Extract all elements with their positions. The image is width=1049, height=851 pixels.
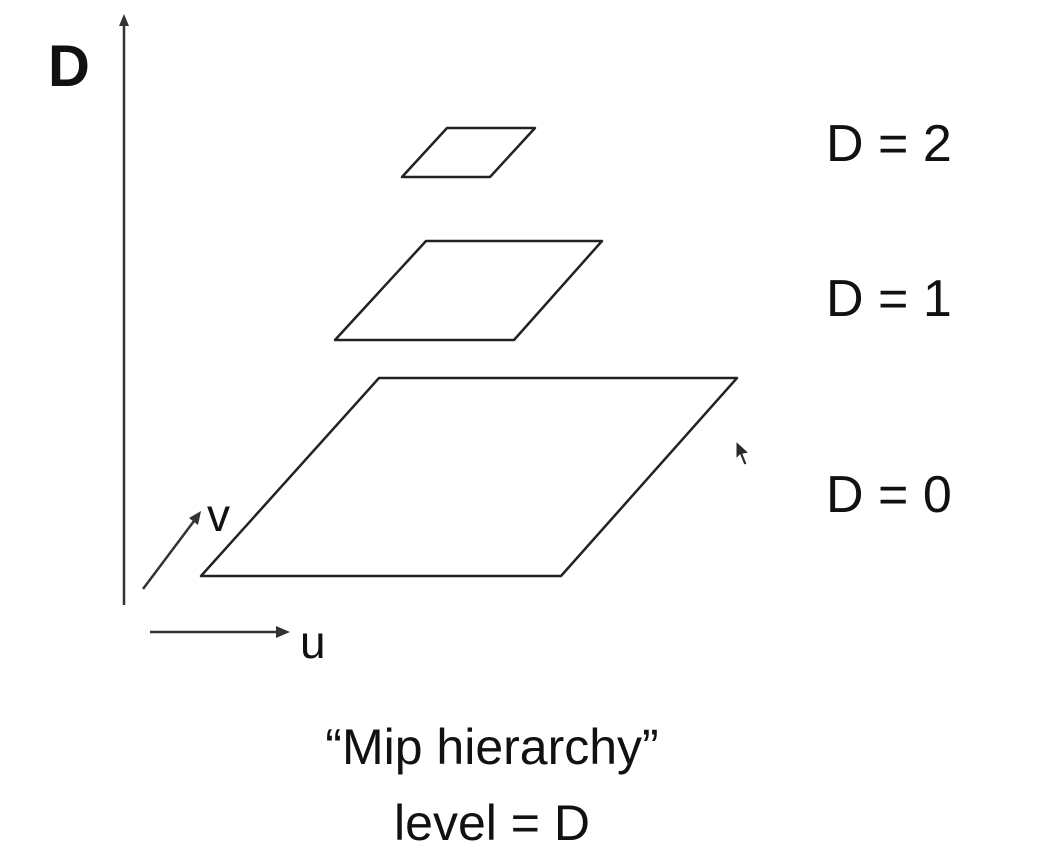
level-0-label: D = 0 xyxy=(826,466,952,524)
u-axis: u xyxy=(150,616,326,668)
mouse-pointer-icon xyxy=(735,439,751,466)
u-axis-arrowhead xyxy=(276,626,290,638)
mip-level-1-plane xyxy=(333,239,604,342)
v-axis-line xyxy=(142,520,195,590)
caption-title: “Mip hierarchy” xyxy=(325,719,658,775)
v-axis: v xyxy=(142,489,230,590)
level-1-label: D = 1 xyxy=(826,270,952,328)
d-axis-arrowhead xyxy=(119,14,129,26)
u-axis-label: u xyxy=(300,616,326,668)
v-axis-label: v xyxy=(207,489,230,541)
d-axis: D xyxy=(48,14,129,605)
v-axis-arrowhead xyxy=(189,511,201,525)
level-2-label: D = 2 xyxy=(826,115,952,173)
mip-level-2-plane xyxy=(400,126,537,179)
d-axis-label: D xyxy=(48,34,90,99)
caption-subtitle: level = D xyxy=(394,795,590,851)
mip-level-0-plane xyxy=(199,376,739,578)
